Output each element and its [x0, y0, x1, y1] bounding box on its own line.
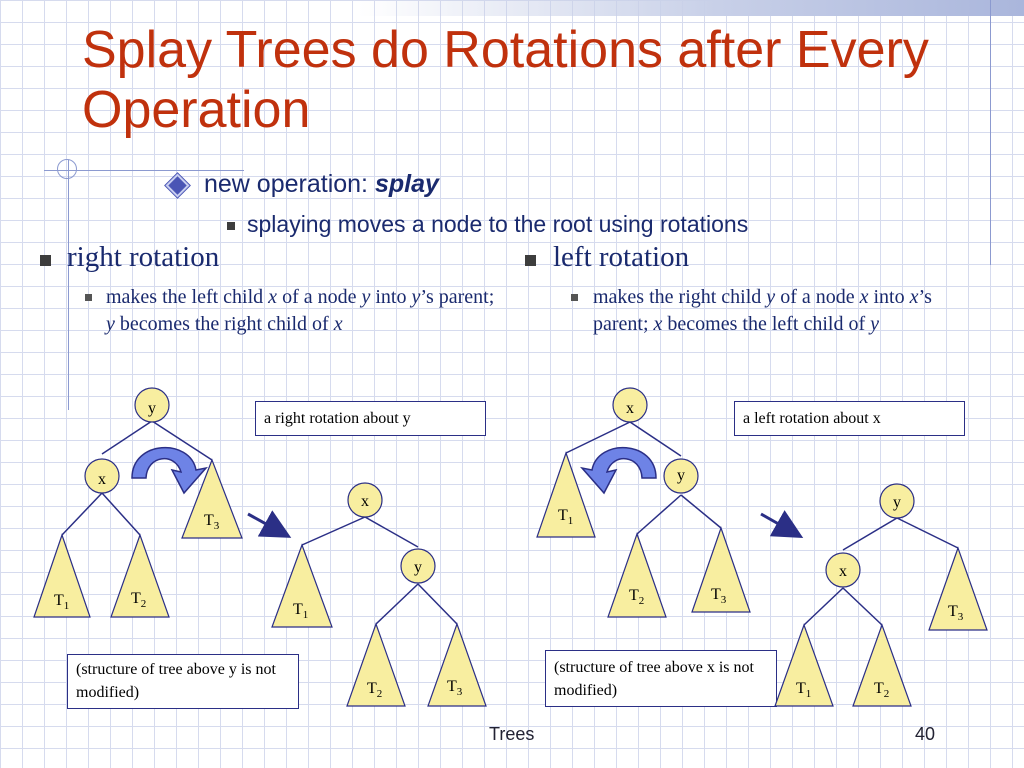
vertical-guide-line-right	[990, 0, 991, 265]
right-rotation-description: makes the left child x of a node y into …	[106, 284, 506, 338]
tree-node	[612, 387, 648, 423]
square-bullet-icon	[40, 255, 51, 266]
node-label-y: y	[414, 559, 422, 576]
tree-node	[400, 548, 436, 584]
slide-title: Splay Trees do Rotations after Every Ope…	[82, 21, 929, 139]
subtree-label-t1: T1	[558, 507, 573, 527]
slide-number: 40	[915, 724, 936, 744]
counterclockwise-rotation-arrow-icon	[579, 447, 657, 495]
subtree-label-t3: T3	[447, 678, 463, 698]
transform-arrow-icon	[247, 510, 292, 538]
node-label-x: x	[839, 563, 847, 580]
desc-var: x	[653, 313, 663, 335]
square-bullet-icon	[227, 222, 235, 230]
desc-text: becomes the right child of	[114, 313, 334, 335]
desc-text: of a node	[775, 286, 860, 308]
desc-var: x	[909, 286, 919, 308]
desc-text: into	[868, 286, 910, 308]
footer-title: Trees	[489, 724, 535, 744]
square-bullet-icon	[525, 255, 536, 266]
node-label-y: y	[893, 494, 901, 511]
desc-var: y	[106, 313, 115, 335]
square-bullet-icon	[571, 294, 578, 301]
node-label-x: x	[361, 493, 369, 510]
desc-var: y	[361, 286, 371, 308]
desc-text: of a node	[277, 286, 362, 308]
square-bullet-icon	[85, 294, 92, 301]
transform-arrow-icon	[760, 510, 804, 538]
node-label-x: x	[626, 400, 634, 417]
tree-node	[84, 458, 120, 494]
subtree-triangle	[691, 526, 751, 613]
desc-text: makes the right child	[593, 286, 767, 308]
subtree-triangle	[33, 533, 91, 618]
desc-var: x	[859, 286, 869, 308]
desc-var: x	[268, 286, 278, 308]
tree-node	[663, 458, 699, 494]
subtree-triangle	[181, 458, 243, 539]
subtree-triangle	[536, 451, 596, 538]
top-decoration-bar	[0, 0, 1024, 16]
desc-var: x	[333, 313, 343, 335]
desc-text: becomes the left child of	[662, 313, 871, 335]
subtree-label-t3: T3	[948, 603, 964, 623]
bullet-new-operation-text: new operation:	[204, 170, 375, 198]
subtree-triangle	[774, 623, 834, 707]
subtree-triangle	[346, 622, 406, 707]
desc-var: y	[411, 286, 421, 308]
desc-var: y	[870, 313, 880, 335]
subtree-label-t1: T1	[796, 680, 811, 700]
subtree-label-t2: T2	[367, 680, 382, 700]
bullet-splaying-desc: splaying moves a node to the root using …	[247, 211, 749, 237]
bullet-new-operation: new operation: splay	[204, 170, 439, 199]
desc-text: ’s parent;	[420, 286, 495, 308]
subtree-triangle	[271, 543, 333, 628]
tree-node	[347, 482, 383, 518]
desc-var: y	[766, 286, 776, 308]
bullet-splay-emph: splay	[374, 170, 439, 198]
subtree-triangle	[110, 533, 170, 618]
note-structure-above-x: (structure of tree above x is not modifi…	[545, 650, 777, 707]
subtree-label-t1: T1	[293, 601, 308, 621]
subtree-label-t2: T2	[874, 680, 889, 700]
node-label-y: y	[677, 467, 685, 484]
left-rotation-description: makes the right child y of a node x into…	[593, 284, 973, 338]
caption-left-rotation: a left rotation about x	[734, 401, 965, 436]
subtree-label-t2: T2	[131, 590, 146, 610]
desc-text: makes the left child	[106, 286, 269, 308]
subtree-triangle	[607, 532, 667, 618]
tree-node	[879, 483, 915, 519]
vertical-guide-line-left	[68, 160, 69, 410]
subtree-triangle	[928, 546, 988, 631]
horizontal-guide-line	[44, 170, 244, 171]
guide-circle-ornament	[57, 159, 77, 179]
tree-node	[134, 387, 170, 423]
subtree-triangle	[852, 623, 912, 707]
desc-text: ’s parent;	[593, 286, 932, 335]
clockwise-rotation-arrow-icon	[131, 447, 209, 495]
desc-text: into	[370, 286, 412, 308]
heading-left-rotation: left rotation	[553, 241, 690, 273]
subtree-label-t2: T2	[629, 587, 644, 607]
tree-node	[825, 552, 861, 588]
note-structure-above-y: (structure of tree above y is not modifi…	[67, 654, 299, 709]
caption-right-rotation: a right rotation about y	[255, 401, 486, 436]
subtree-label-t1: T1	[54, 592, 69, 612]
subtree-triangle	[427, 622, 487, 707]
node-label-x: x	[98, 471, 106, 488]
heading-right-rotation: right rotation	[67, 241, 220, 273]
subtree-label-t3: T3	[204, 512, 220, 532]
node-label-y: y	[148, 400, 156, 417]
subtree-label-t3: T3	[711, 586, 727, 606]
